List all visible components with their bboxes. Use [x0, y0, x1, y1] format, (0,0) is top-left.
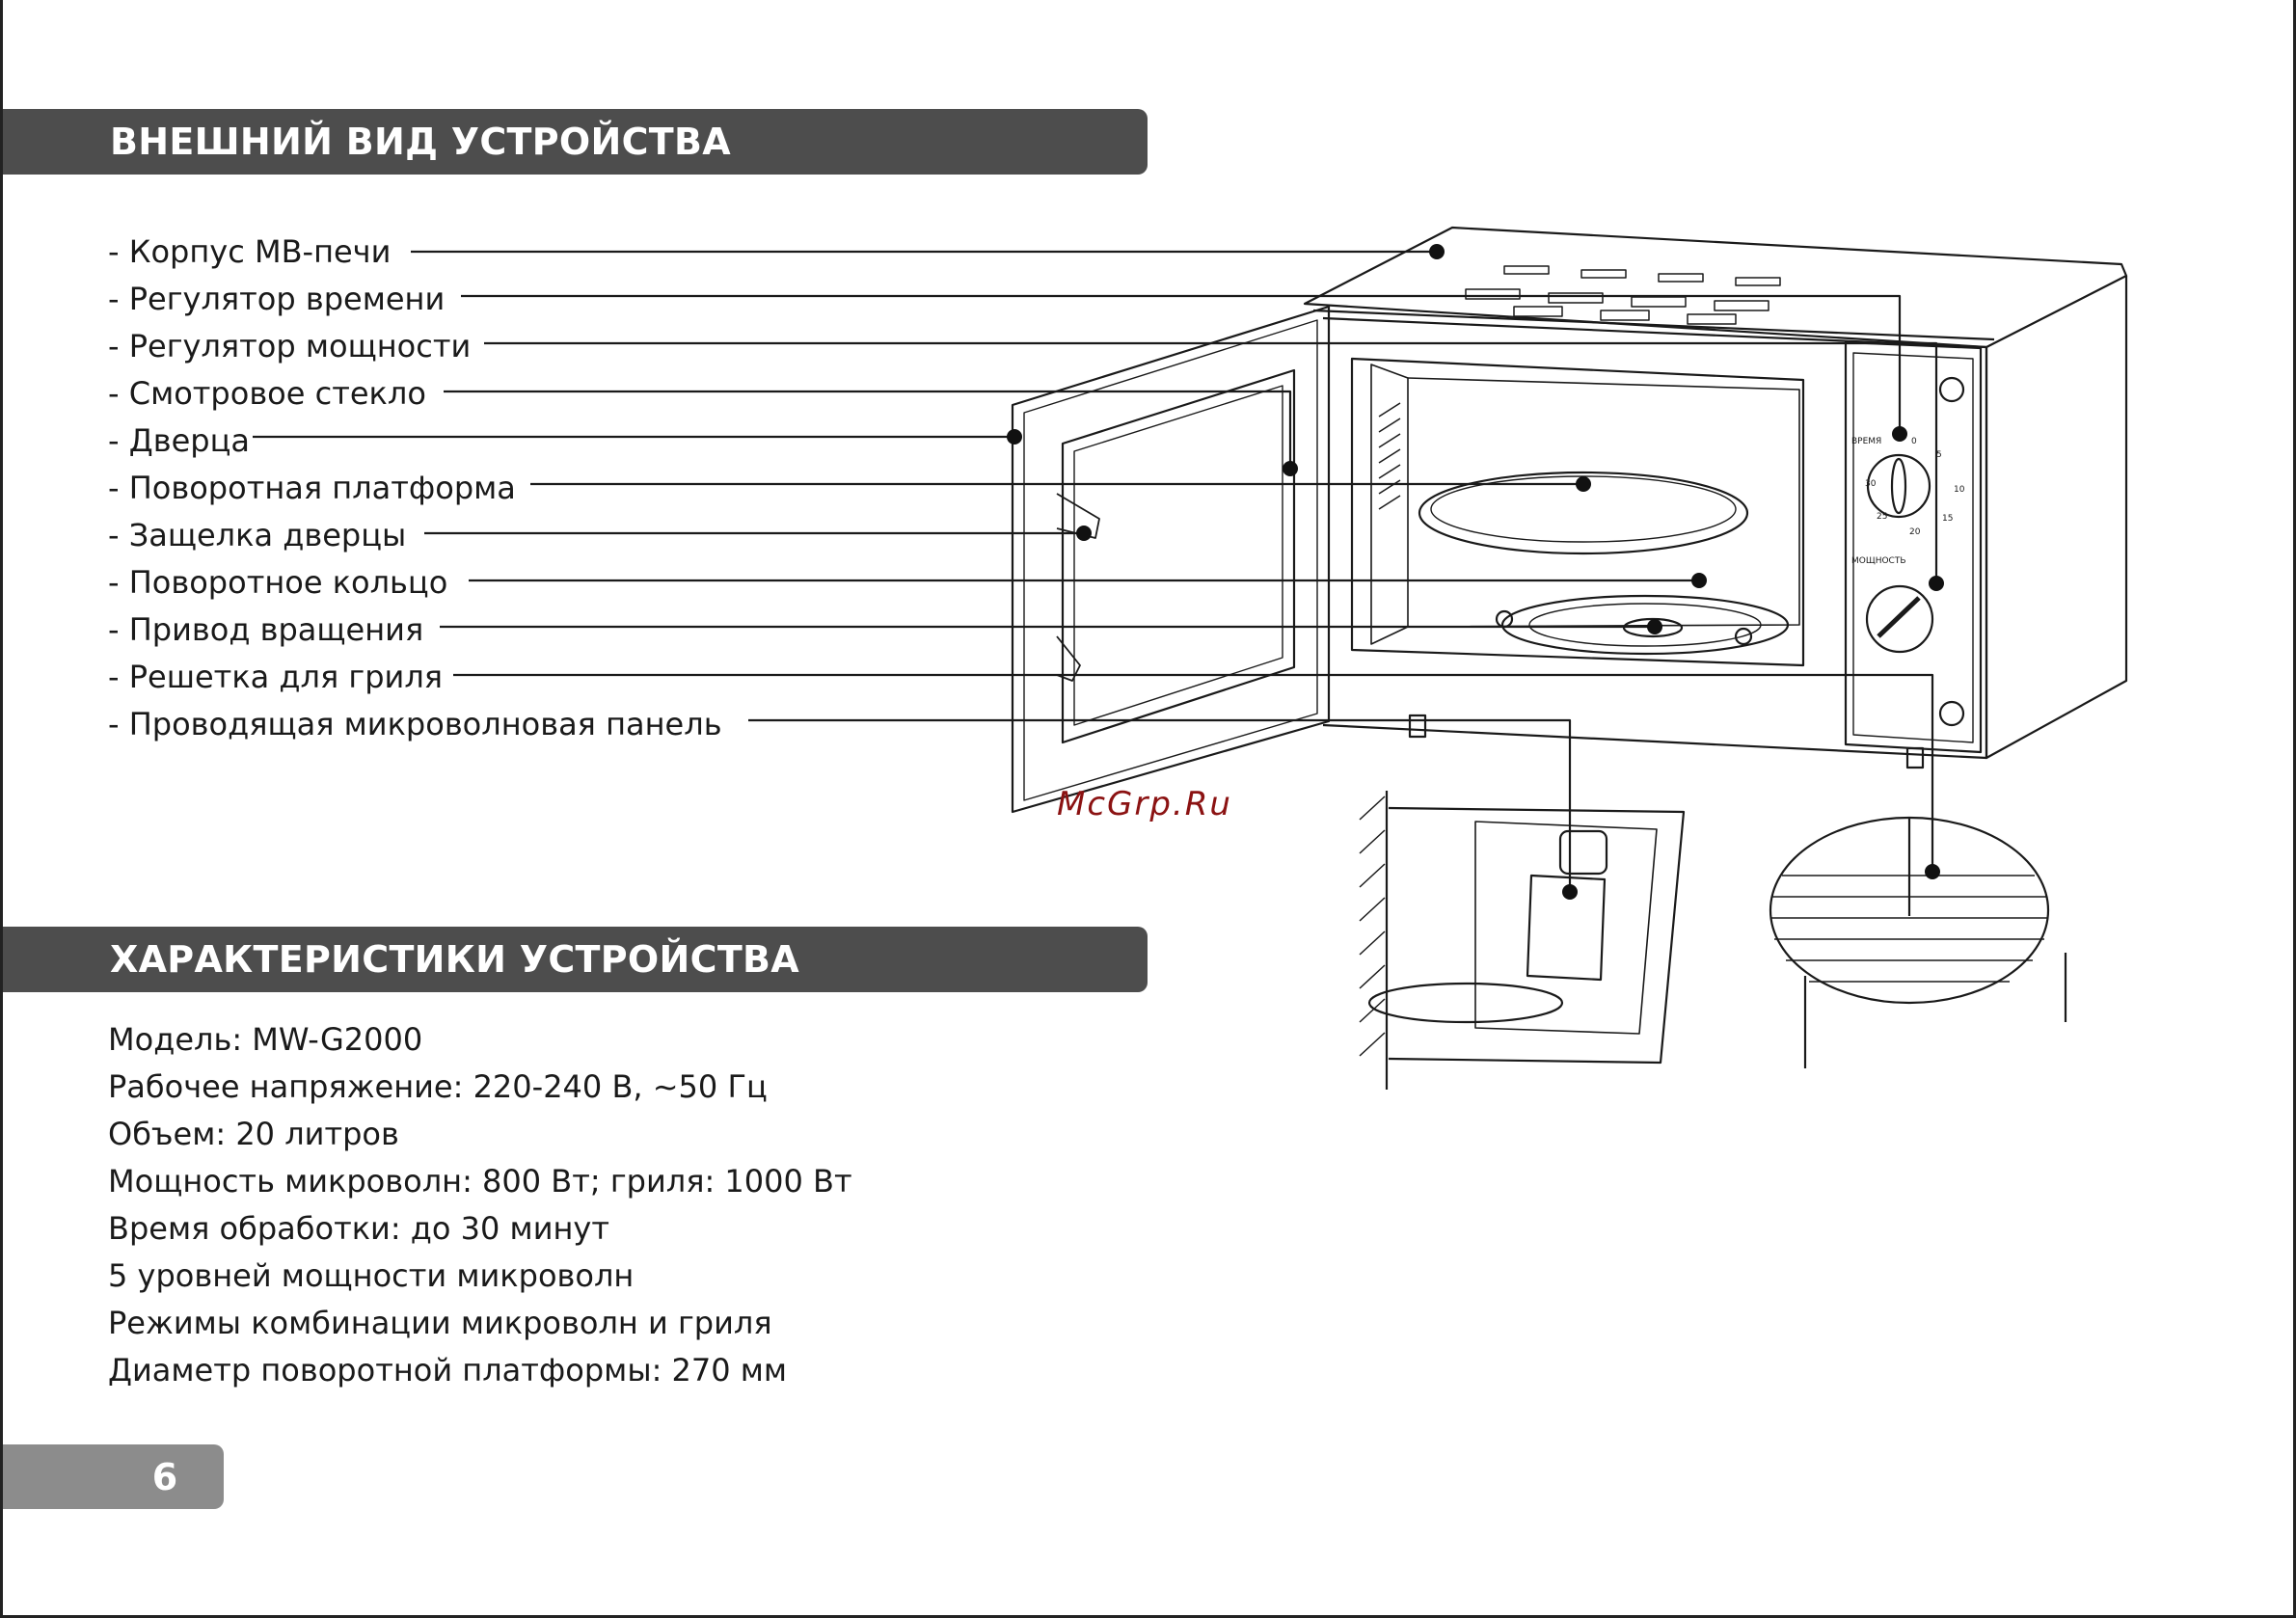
oven-door — [1011, 305, 1331, 814]
section-title-specs: ХАРАКТЕРИСТИКИ УСТРОЙСТВА — [0, 927, 1148, 992]
panel-time-label: ВРЕМЯ — [1851, 437, 1881, 446]
spec-line: Диаметр поворотной платформы: 270 мм — [108, 1352, 788, 1389]
viewing-window — [1061, 368, 1296, 744]
part-label: - Регулятор мощности — [108, 328, 472, 364]
section-title-appearance-text: ВНЕШНИЙ ВИД УСТРОЙСТВА — [110, 121, 731, 163]
rotating-ring — [1500, 594, 1790, 656]
oven-cavity — [1350, 357, 1805, 667]
section-title-specs-text: ХАРАКТЕРИСТИКИ УСТРОЙСТВА — [110, 938, 800, 981]
time-mark: 5 — [1936, 450, 1942, 460]
part-label: - Поворотное кольцо — [108, 564, 448, 601]
part-label: - Решетка для гриля — [108, 659, 444, 695]
parts-list: - Корпус МВ-печи - Регулятор времени - Р… — [108, 229, 722, 749]
detail-cavity-wall — [1388, 806, 1686, 1065]
control-panel — [1844, 340, 1983, 754]
part-label: - Дверца — [108, 422, 250, 459]
specs-list: Модель: MW-G2000 Рабочее напряжение: 220… — [108, 1017, 852, 1395]
spec-line: 5 уровней мощности микроволн — [108, 1257, 635, 1294]
spec-line: Рабочее напряжение: 220-240 В, ~50 Гц — [108, 1068, 768, 1105]
part-label: - Корпус МВ-печи — [108, 233, 392, 270]
part-label: - Смотровое стекло — [108, 375, 426, 412]
part-label: - Защелка дверцы — [108, 517, 407, 553]
cavity-side-vent — [1378, 402, 1401, 510]
spec-line: Время обработки: до 30 минут — [108, 1210, 609, 1247]
part-label: - Привод вращения — [108, 611, 424, 648]
oven-right-side — [1985, 276, 2128, 760]
time-mark: 0 — [1911, 437, 1917, 446]
time-mark: 20 — [1909, 527, 1921, 537]
spec-line: Модель: MW-G2000 — [108, 1021, 423, 1058]
leader-lines — [253, 250, 1938, 892]
waveguide-cover — [1526, 874, 1607, 982]
section-title-appearance: ВНЕШНИЙ ВИД УСТРОЙСТВА — [0, 109, 1148, 175]
page-number: 6 — [151, 1455, 178, 1498]
oven-front-frame — [1322, 316, 1988, 760]
oven-top-outline — [1303, 226, 2128, 349]
spec-line: Объем: 20 литров — [108, 1116, 399, 1152]
watermark: McGrp.Ru — [1057, 785, 1232, 823]
panel-power-label: МОЩНОСТЬ — [1851, 556, 1906, 566]
time-mark: 10 — [1954, 485, 1965, 495]
time-mark: 15 — [1942, 514, 1953, 524]
spec-line: Мощность микроволн: 800 Вт; гриля: 1000 … — [108, 1163, 852, 1200]
part-label: - Поворотная платформа — [108, 470, 516, 506]
time-mark: 30 — [1865, 479, 1877, 489]
part-label: - Регулятор времени — [108, 281, 446, 317]
oven-front-top-edge — [1312, 309, 1995, 341]
spec-line: Режимы комбинации микроволн и гриля — [108, 1305, 772, 1341]
turntable-plate — [1418, 471, 1749, 555]
time-mark: 25 — [1877, 512, 1887, 522]
part-label: - Проводящая микроволновая панель — [108, 706, 722, 742]
page-number-badge: 6 — [0, 1444, 224, 1509]
